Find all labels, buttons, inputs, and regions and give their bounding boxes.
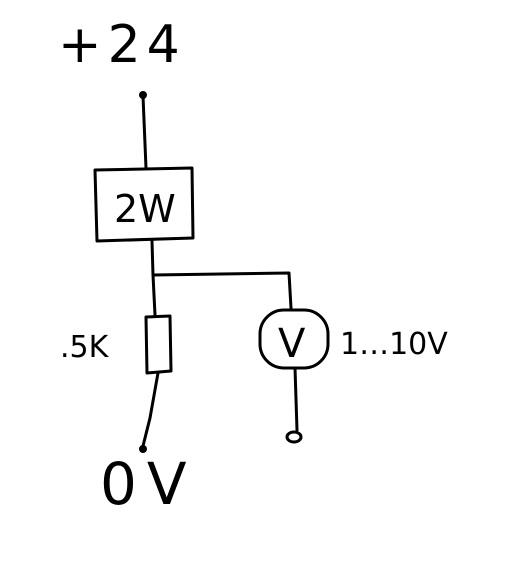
resistor-label: .5K [60, 330, 110, 365]
wire-regulator-to-junction [150, 239, 155, 277]
wire-supply-to-regulator [141, 94, 148, 170]
wire-meter-to-terminal [293, 366, 299, 432]
ground-terminal-dot [139, 445, 147, 453]
ground-label: 0V [100, 450, 197, 518]
meter-terminal-circle [285, 430, 303, 444]
voltmeter-range-label: 1…10V [340, 327, 448, 362]
wire-resistor-to-ground [141, 371, 160, 448]
wire-junction-to-resistor [151, 273, 157, 317]
resistor [144, 314, 173, 375]
regulator-box [93, 166, 195, 243]
supply-label: +24 [58, 15, 186, 75]
regulator-label: 2W [114, 187, 176, 231]
voltmeter-symbol: V [278, 321, 306, 367]
wire-junction-to-meter-branch [151, 271, 293, 310]
